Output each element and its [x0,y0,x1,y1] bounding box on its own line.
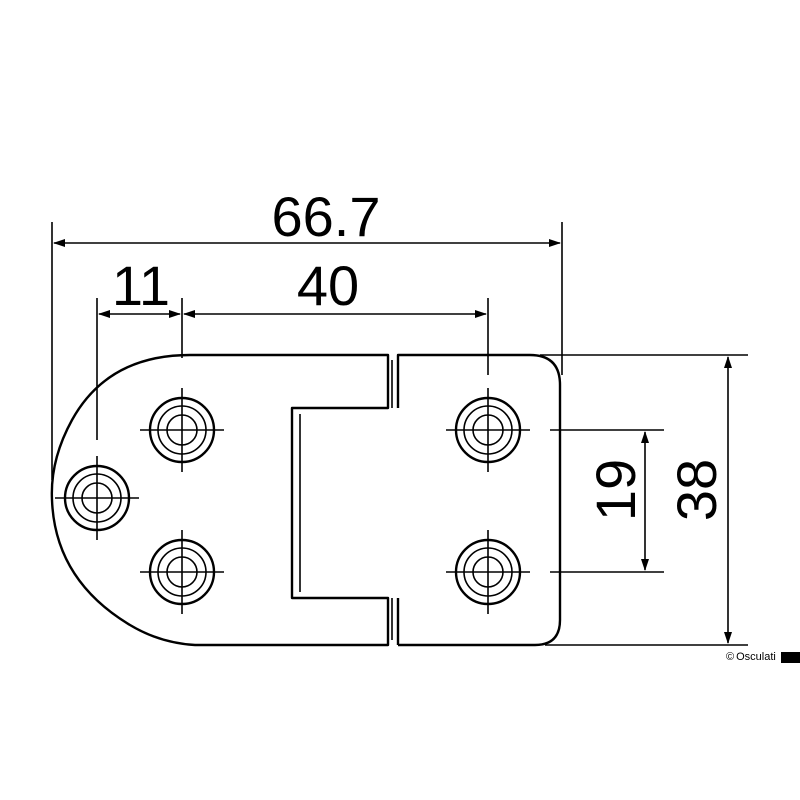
copyright-symbol: © [726,651,735,663]
label-overall-height: 38 [665,459,728,521]
label-overall-width: 66.7 [272,185,381,248]
screw-hole-left-center [55,456,139,540]
label-hole-spacing: 40 [297,254,359,317]
screw-hole-right-bottom [446,530,530,614]
screw-hole-left-bottom [140,530,224,614]
screw-hole-left-top [140,388,224,472]
label-hole-pitch: 19 [584,459,647,521]
dimension-lines [53,239,732,644]
brand-logo-bar [780,651,800,663]
screw-hole-right-top [446,388,530,472]
screw-holes [55,388,530,614]
copyright-notice: © Osculati [726,651,800,663]
label-edge-to-hole: 11 [112,254,170,317]
right-leaf-outline [396,353,562,647]
left-leaf-outline [50,353,390,647]
extension-lines [51,222,748,646]
dimension-labels: 66.7 11 40 19 38 [112,185,728,521]
hinge-outline [50,353,562,647]
brand-name: Osculati [736,651,776,663]
